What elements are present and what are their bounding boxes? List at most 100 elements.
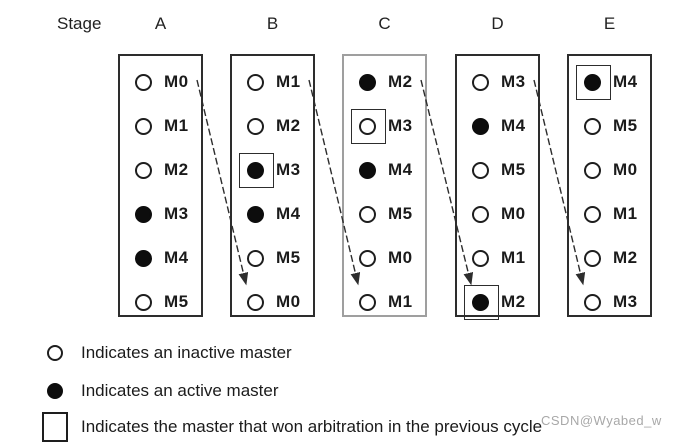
active-master-circle-icon [359,73,376,91]
inactive-master-circle-icon [584,117,601,135]
legend-symbol [40,376,70,406]
inactive-master-circle-icon [135,161,152,179]
legend-symbol [40,412,70,442]
inactive-master-circle-icon [247,293,264,311]
inactive-master-circle-icon [359,205,376,223]
stage-column-C: C M2 M3 M4 M5 M0 M1 [342,14,427,317]
inactive-circle-icon [47,345,63,361]
master-row: M4 [457,104,538,148]
master-row: M3 [457,60,538,104]
inactive-master-circle-icon [247,73,264,91]
stage-box: M3 M4 M5 M0 M1 M2 [455,54,540,320]
master-row: M0 [457,192,538,236]
master-label: M0 [164,72,189,91]
inactive-master-circle-icon [472,73,489,91]
stage-box: M4 M5 M0 M1 M2 M3 [567,54,652,317]
master-row: M5 [120,280,201,324]
inactive-master-circle-icon [359,293,376,311]
master-row: M5 [344,192,425,236]
master-row: M4 [232,192,313,236]
master-label: M5 [276,248,301,267]
master-label: M2 [276,116,301,135]
inactive-master-circle-icon [359,249,376,267]
master-label: M4 [388,160,413,179]
active-master-circle-icon [584,73,601,91]
master-row: M1 [232,60,313,104]
stage-letter: A [154,14,167,33]
master-row: M4 [569,60,650,104]
inactive-master-circle-icon [584,249,601,267]
master-label: M3 [613,292,638,311]
master-row: M0 [569,148,650,192]
stage-box: M2 M3 M4 M5 M0 M1 [342,54,427,317]
inactive-master-circle-icon [472,205,489,223]
master-label: M5 [164,292,189,311]
master-label: M5 [388,204,413,223]
winner-square-icon [42,412,68,442]
stage-letter: B [266,14,279,33]
master-row: M0 [344,236,425,280]
active-master-circle-icon [247,205,264,223]
master-row: M3 [569,280,650,324]
stage-header-label: Stage [57,14,102,33]
master-row: M4 [344,148,425,192]
inactive-master-circle-icon [135,117,152,135]
master-label: M4 [501,116,526,135]
stage-column-D: D M3 M4 M5 M0 M1 M2 [455,14,540,320]
master-row: M2 [120,148,201,192]
master-row: M5 [457,148,538,192]
inactive-master-circle-icon [135,73,152,91]
active-master-circle-icon [359,161,376,179]
master-label: M0 [276,292,301,311]
master-row: M5 [232,236,313,280]
legend-item-text: Indicates the master that won arbitratio… [81,417,543,436]
stage-box: M0 M1 M2 M3 M4 M5 [118,54,203,317]
master-row: M1 [120,104,201,148]
inactive-master-circle-icon [135,293,152,311]
legend-symbol [40,338,70,368]
master-label: M2 [164,160,189,179]
inactive-master-circle-icon [472,249,489,267]
master-label: M2 [388,72,413,91]
master-row: M3 [120,192,201,236]
active-master-circle-icon [135,249,152,267]
inactive-master-circle-icon [359,117,376,135]
stage-column-E: E M4 M5 M0 M1 M2 M3 [567,14,652,317]
master-row: M1 [569,192,650,236]
master-label: M1 [164,116,189,135]
inactive-master-circle-icon [584,293,601,311]
watermark-text: CSDN@Wyabed_w [541,413,662,428]
master-label: M3 [164,204,189,223]
master-row: M2 [569,236,650,280]
stage-letter: D [491,14,504,33]
master-row: M2 [457,280,538,324]
active-circle-icon [47,383,63,399]
master-row: M0 [120,60,201,104]
stage-box: M1 M2 M3 M4 M5 M0 [230,54,315,317]
master-row: M4 [120,236,201,280]
master-label: M1 [276,72,301,91]
stage-column-B: B M1 M2 M3 M4 M5 M0 [230,14,315,317]
legend-item: Indicates an inactive master [40,338,292,368]
master-label: M4 [613,72,638,91]
master-row: M5 [569,104,650,148]
master-row: M3 [344,104,425,148]
winner-box [464,285,499,320]
master-label: M1 [501,248,526,267]
master-row: M2 [232,104,313,148]
legend-item: Indicates the master that won arbitratio… [40,412,542,442]
master-label: M0 [613,160,638,179]
master-row: M1 [344,280,425,324]
legend-item-text: Indicates an active master [81,381,279,400]
master-label: M3 [501,72,526,91]
master-label: M2 [613,248,638,267]
master-label: M1 [613,204,638,223]
active-master-circle-icon [472,117,489,135]
master-row: M0 [232,280,313,324]
active-master-circle-icon [472,293,489,311]
master-label: M5 [613,116,638,135]
master-label: M3 [388,116,413,135]
active-master-circle-icon [135,205,152,223]
active-master-circle-icon [247,161,264,179]
master-row: M2 [344,60,425,104]
